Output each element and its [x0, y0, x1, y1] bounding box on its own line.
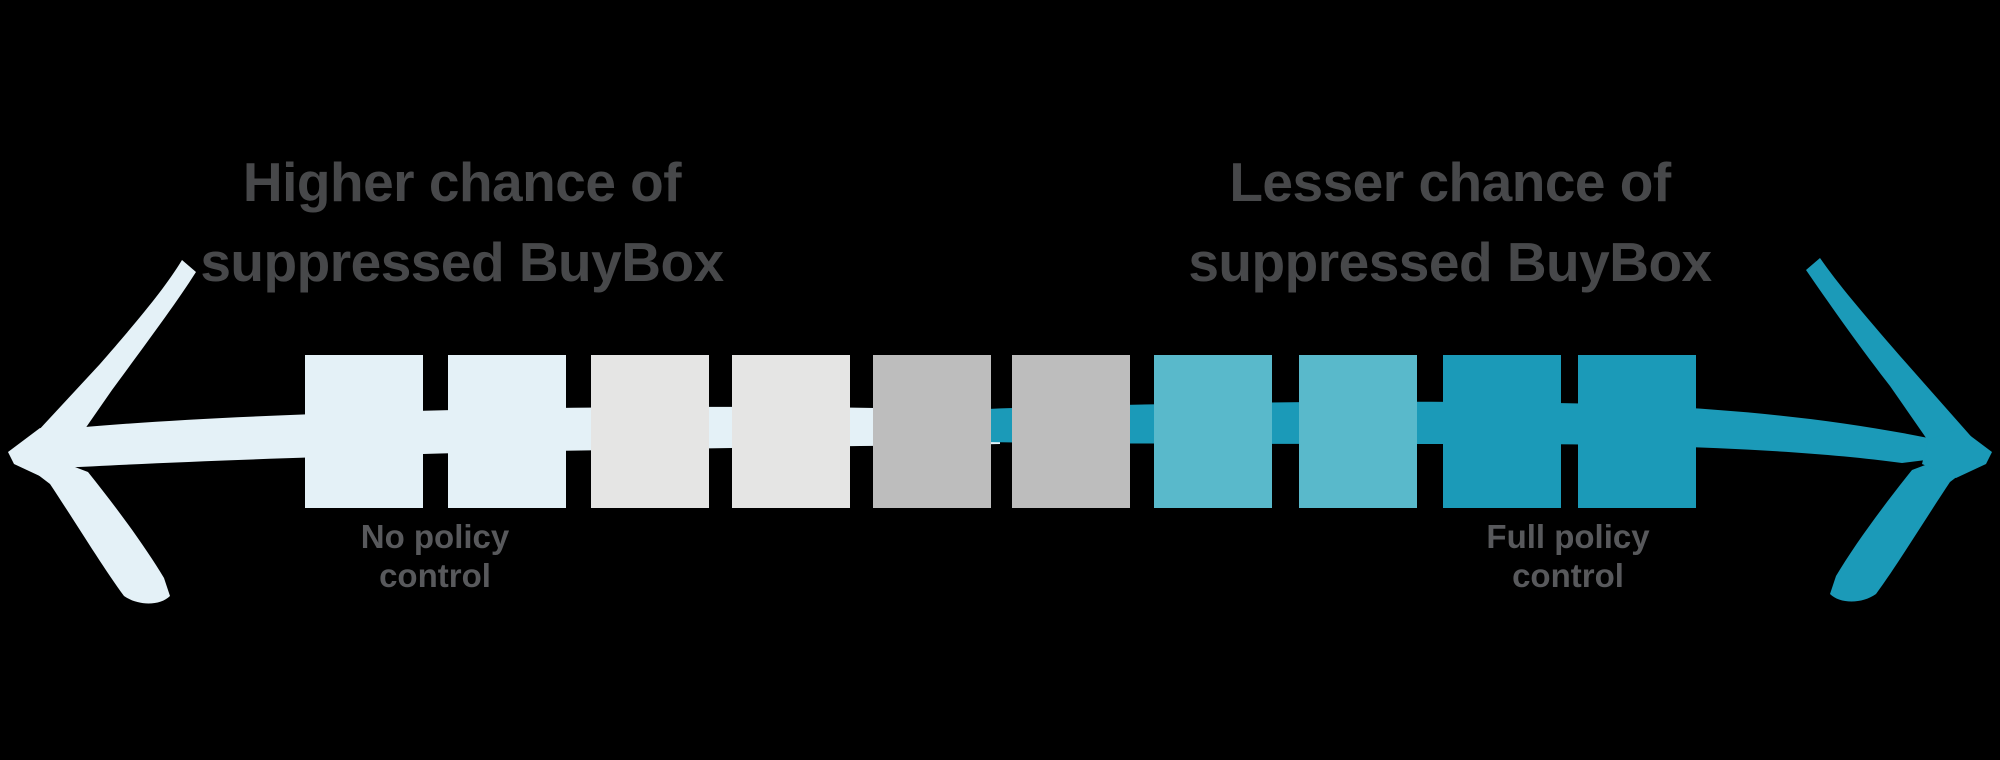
- headline-higher-line1: Higher chance of: [242, 151, 682, 213]
- spectrum-square-10: [1578, 355, 1696, 508]
- spectrum-square-9: [1443, 355, 1561, 508]
- spectrum-square-2: [448, 355, 566, 508]
- caption-full-policy-line2: control: [1512, 557, 1624, 594]
- caption-full-policy-control: Full policy control: [1388, 517, 1748, 595]
- spectrum-square-3: [591, 355, 709, 508]
- spectrum-square-5: [873, 355, 991, 508]
- right-arrow-tip: [1922, 428, 1992, 478]
- spectrum-square-6: [1012, 355, 1130, 508]
- right-arrow-lower-wing: [1830, 448, 1984, 602]
- left-arrow-upper-wing: [24, 260, 196, 462]
- headline-lesser-chance: Lesser chance of suppressed BuyBox: [1100, 142, 1800, 302]
- caption-no-policy-line2: control: [379, 557, 491, 594]
- spectrum-square-8: [1299, 355, 1417, 508]
- spectrum-square-4: [732, 355, 850, 508]
- spectrum-square-7: [1154, 355, 1272, 508]
- caption-full-policy-line1: Full policy: [1486, 518, 1650, 555]
- left-arrow-tip: [8, 428, 78, 478]
- headline-lesser-line2: suppressed BuyBox: [1188, 231, 1712, 293]
- headline-lesser-line1: Lesser chance of: [1229, 151, 1671, 213]
- headline-higher-line2: suppressed BuyBox: [200, 231, 724, 293]
- headline-higher-chance: Higher chance of suppressed BuyBox: [112, 142, 812, 302]
- caption-no-policy-control: No policy control: [255, 517, 615, 595]
- right-arrow-upper-wing: [1806, 258, 1976, 458]
- left-arrow-lower-wing: [16, 450, 170, 604]
- caption-no-policy-line1: No policy: [360, 518, 510, 555]
- spectrum-square-1: [305, 355, 423, 508]
